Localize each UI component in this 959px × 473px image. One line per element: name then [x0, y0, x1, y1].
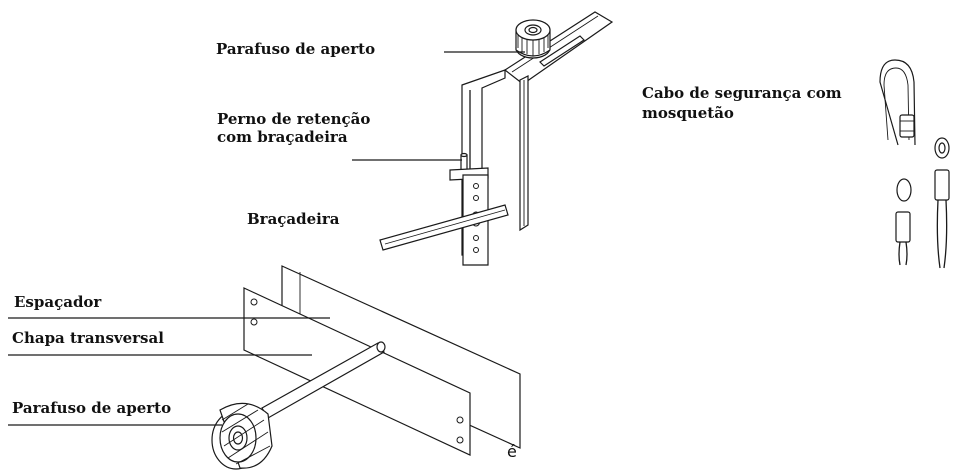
- top-clamp-knob: [515, 19, 551, 59]
- upper-strap: [503, 11, 614, 85]
- bottom-clamp-knob: [211, 402, 273, 470]
- cross-plate: [243, 287, 471, 456]
- label-retaining-pin-line1: Perno de retenção: [217, 110, 371, 128]
- stray-character: é: [507, 442, 517, 461]
- label-safety-cable-line2: mosquetão: [642, 104, 734, 122]
- safety-cable: [879, 59, 950, 269]
- label-retaining-pin-line2: com braçadeira: [217, 128, 348, 146]
- label-clamp-screw-top: Parafuso de aperto: [216, 40, 376, 58]
- label-clamp: Braçadeira: [247, 210, 340, 228]
- label-clamp-screw-bottom: Parafuso de aperto: [12, 399, 172, 417]
- label-spacer: Espaçador: [14, 293, 102, 311]
- label-cross-plate: Chapa transversal: [12, 329, 164, 347]
- label-safety-cable-line1: Cabo de segurança com: [642, 84, 842, 102]
- lower-plate-assembly: [211, 265, 521, 470]
- upper-bracket-assembly: [379, 11, 614, 266]
